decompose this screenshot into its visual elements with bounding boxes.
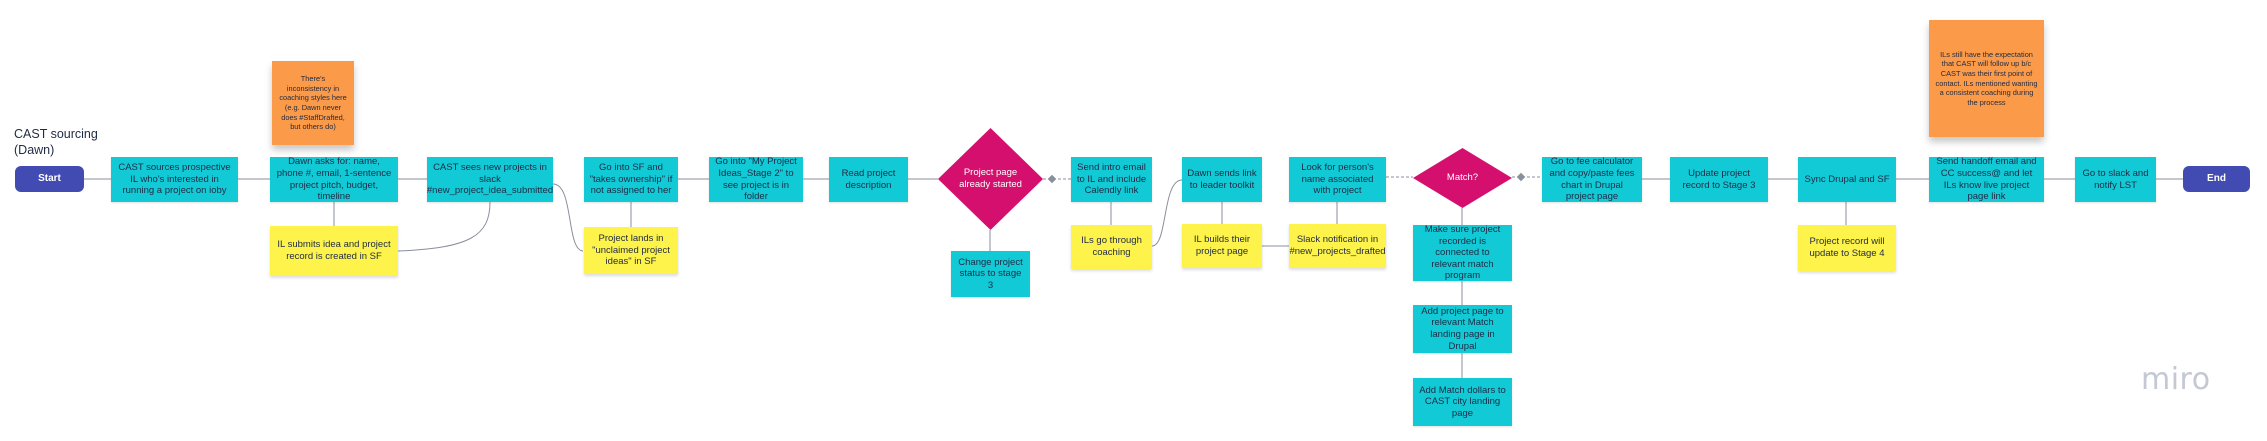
process-add-project-page-label: Add project page to relevant Match landi…	[1421, 305, 1504, 352]
process-fee-calculator-label: Go to fee calculator and copy/paste fees…	[1549, 157, 1635, 202]
process-cast-sources-label: CAST sources prospective IL who's intere…	[118, 162, 231, 197]
note-slack-notification-label: Slack notification in #new_projects_draf…	[1289, 234, 1386, 257]
process-go-my-project-label: Go into "My Project Ideas_Stage 2" to se…	[715, 157, 797, 202]
start-terminal[interactable]: Start	[15, 166, 84, 192]
process-sync-drupal[interactable]: Sync Drupal and SF	[1798, 157, 1896, 202]
process-add-project-page[interactable]: Add project page to relevant Match landi…	[1413, 305, 1512, 353]
decision-match[interactable]: Match?	[1413, 148, 1512, 208]
end-label: End	[2207, 172, 2226, 184]
connector-cast-sees-to-project-lands	[552, 183, 584, 252]
note-il-builds-label: IL builds their project page	[1193, 234, 1251, 257]
process-update-stage3[interactable]: Update project record to Stage 3	[1670, 157, 1768, 202]
comment-inconsistency-label: There's inconsistency in coaching styles…	[279, 74, 347, 132]
end-terminal[interactable]: End	[2183, 166, 2250, 192]
process-go-slack-label: Go to slack and notify LST	[2082, 167, 2149, 191]
process-add-match-dollars-label: Add Match dollars to CAST city landing p…	[1419, 384, 1506, 419]
process-cast-sees-label: CAST sees new projects in slack #new_pro…	[427, 162, 553, 197]
process-fee-calculator[interactable]: Go to fee calculator and copy/paste fees…	[1542, 157, 1642, 202]
process-cast-sources[interactable]: CAST sources prospective IL who's intere…	[111, 157, 238, 202]
process-dawn-asks[interactable]: Dawn asks for: name, phone #, email, 1-s…	[270, 157, 398, 202]
process-make-sure[interactable]: Make sure project recorded is connected …	[1413, 225, 1512, 281]
note-update-stage4[interactable]: Project record will update to Stage 4	[1798, 225, 1896, 271]
process-change-status-label: Change project status to stage 3	[958, 256, 1023, 291]
process-dawn-sends-label: Dawn sends link to leader toolkit	[1187, 167, 1257, 191]
process-go-slack[interactable]: Go to slack and notify LST	[2075, 157, 2156, 202]
comment-inconsistency[interactable]: There's inconsistency in coaching styles…	[272, 61, 354, 145]
decision-page-started[interactable]: Project page already started	[938, 128, 1043, 230]
note-il-submits[interactable]: IL submits idea and project record is cr…	[270, 226, 398, 276]
connector-coaching-to-dawn-sends	[1151, 179, 1183, 247]
process-dawn-asks-label: Dawn asks for: name, phone #, email, 1-s…	[276, 157, 392, 202]
process-look-for[interactable]: Look for person's name associated with p…	[1289, 157, 1386, 202]
process-send-intro[interactable]: Send intro email to IL and include Calen…	[1071, 157, 1152, 202]
process-update-stage3-label: Update project record to Stage 3	[1682, 167, 1756, 191]
process-go-my-project[interactable]: Go into "My Project Ideas_Stage 2" to se…	[709, 157, 803, 202]
process-look-for-label: Look for person's name associated with p…	[1301, 162, 1374, 197]
note-slack-notification[interactable]: Slack notification in #new_projects_draf…	[1289, 224, 1386, 268]
process-change-status[interactable]: Change project status to stage 3	[951, 251, 1030, 297]
process-make-sure-label: Make sure project recorded is connected …	[1424, 225, 1501, 281]
connector-il-submits-to-cast-sees	[397, 201, 491, 252]
process-cast-sees[interactable]: CAST sees new projects in slack #new_pro…	[427, 157, 553, 202]
note-update-stage4-label: Project record will update to Stage 4	[1809, 236, 1885, 259]
process-read-project[interactable]: Read project description	[829, 157, 908, 202]
decision-page-started-label: Project page already started	[959, 167, 1022, 190]
note-project-lands-label: Project lands in "unclaimed project idea…	[592, 233, 670, 268]
note-il-submits-label: IL submits idea and project record is cr…	[277, 239, 391, 262]
board-title: CAST sourcing (Dawn)	[14, 126, 98, 159]
process-sync-drupal-label: Sync Drupal and SF	[1804, 173, 1890, 185]
note-project-lands[interactable]: Project lands in "unclaimed project idea…	[584, 227, 678, 274]
board-title-line2: (Dawn)	[14, 143, 55, 158]
board-title-line1: CAST sourcing	[14, 127, 98, 141]
note-ils-coaching[interactable]: ILs go through coaching	[1071, 225, 1152, 269]
process-go-into-sf[interactable]: Go into SF and "takes ownership" if not …	[584, 157, 678, 202]
comment-ils-expectation[interactable]: ILs still have the expectation that CAST…	[1929, 20, 2044, 137]
connector-anchor-dot	[1047, 174, 1057, 184]
process-add-match-dollars[interactable]: Add Match dollars to CAST city landing p…	[1413, 378, 1512, 426]
process-send-intro-label: Send intro email to IL and include Calen…	[1076, 162, 1147, 197]
process-dawn-sends[interactable]: Dawn sends link to leader toolkit	[1182, 157, 1262, 202]
process-send-handoff-label: Send handoff email and CC success@ and l…	[1936, 157, 2037, 202]
decision-match-label: Match?	[1446, 172, 1479, 184]
comment-ils-expectation-label: ILs still have the expectation that CAST…	[1935, 49, 2038, 107]
start-label: Start	[38, 172, 61, 184]
process-send-handoff[interactable]: Send handoff email and CC success@ and l…	[1929, 157, 2044, 202]
process-go-into-sf-label: Go into SF and "takes ownership" if not …	[589, 162, 673, 197]
note-ils-coaching-label: ILs go through coaching	[1081, 235, 1142, 258]
process-read-project-label: Read project description	[841, 167, 896, 191]
note-il-builds[interactable]: IL builds their project page	[1182, 224, 1262, 268]
connector-anchor-dot	[1516, 172, 1526, 182]
miro-watermark: miro	[2141, 362, 2211, 397]
